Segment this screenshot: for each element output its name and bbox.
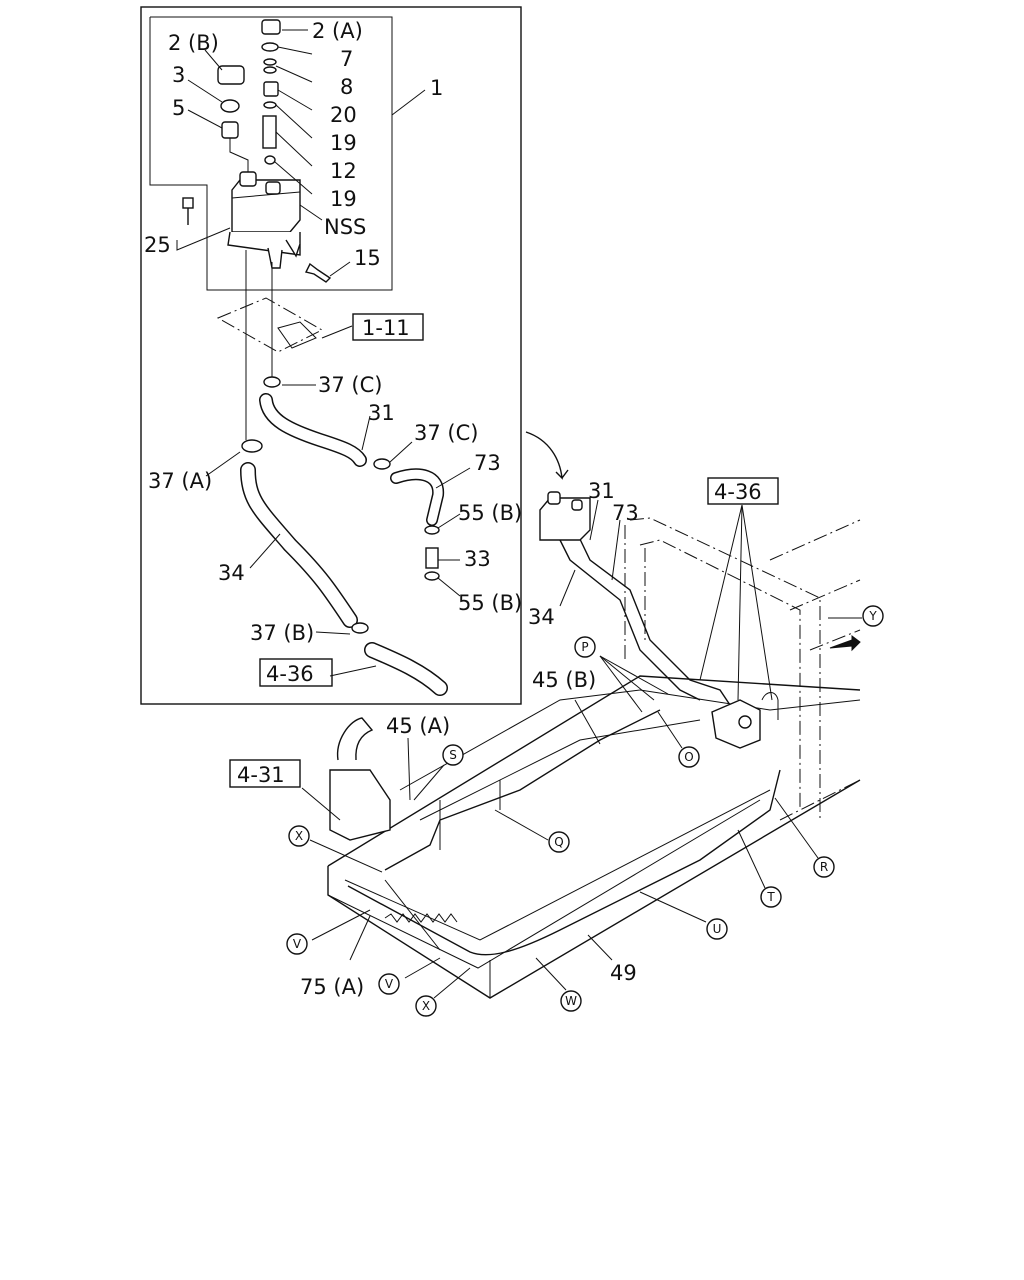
- callout-49: 49: [610, 961, 637, 985]
- ref-4-36-detail: 4-36: [266, 662, 314, 686]
- engine-part: [329, 717, 391, 841]
- marker-r: R: [820, 860, 828, 874]
- callout-45a: 45 (A): [386, 714, 450, 738]
- callout-labels: 2 (A) 2 (B) 7 3 8 5 20 1 19 12 19 NSS 25…: [144, 19, 639, 999]
- marker-x-upper: X: [295, 829, 303, 843]
- callout-25: 25: [144, 233, 171, 257]
- callout-15: 15: [354, 246, 381, 270]
- callout-8: 8: [340, 75, 353, 99]
- callout-1: 1: [430, 76, 443, 100]
- callout-33: 33: [464, 547, 491, 571]
- pipe-runs: [347, 534, 781, 956]
- callout-55b-lower: 55 (B): [458, 591, 522, 615]
- bolt-25: [176, 197, 231, 251]
- callout-2a: 2 (A): [312, 19, 363, 43]
- marker-y: Y: [868, 609, 877, 623]
- callout-12: 12: [330, 159, 357, 183]
- callout-5: 5: [172, 96, 185, 120]
- ref-4-31: 4-31: [237, 763, 285, 787]
- callout-7: 7: [340, 47, 353, 71]
- callout-34-detail: 34: [218, 561, 245, 585]
- callout-20: 20: [330, 103, 357, 127]
- marker-w: W: [565, 994, 577, 1008]
- cab-frame: [624, 517, 861, 821]
- marker-v-left: V: [293, 937, 302, 951]
- callout-nss: NSS: [324, 215, 366, 239]
- callout-19-top: 19: [330, 131, 357, 155]
- ref-4-36-main: 4-36: [714, 480, 762, 504]
- callout-34-main: 34: [528, 605, 555, 629]
- callout-3: 3: [172, 63, 185, 87]
- marker-v-right: V: [385, 977, 394, 991]
- callout-19-bottom: 19: [330, 187, 357, 211]
- marker-p: P: [581, 640, 588, 654]
- callout-73-detail: 73: [474, 451, 501, 475]
- hose-73: [373, 458, 445, 581]
- detail-frame: [140, 6, 522, 705]
- ref-1-11: 1-11: [362, 316, 410, 340]
- marker-o: O: [684, 750, 693, 764]
- callout-45b: 45 (B): [532, 668, 596, 692]
- callout-2b: 2 (B): [168, 31, 219, 55]
- left-caps: [217, 65, 249, 178]
- callout-37a: 37 (A): [148, 469, 212, 493]
- mount-plate: [216, 250, 324, 440]
- detail-leaders: [187, 29, 471, 677]
- callout-37c-upper: 37 (C): [318, 373, 382, 397]
- hose-31: [259, 376, 367, 467]
- main-reservoir: [539, 491, 591, 541]
- y-arrow-icon: [829, 635, 861, 652]
- reference-boxes: 1-11 4-36 4-36 4-31: [229, 313, 779, 788]
- chassis-frame: [327, 675, 861, 999]
- marker-t: T: [766, 890, 775, 904]
- callout-31-detail: 31: [368, 401, 395, 425]
- bracket-15: [304, 262, 332, 283]
- marker-u: U: [713, 922, 722, 936]
- spring-75a: [384, 913, 458, 923]
- callout-31-main: 31: [588, 479, 615, 503]
- main-leaders: [301, 499, 862, 999]
- marker-x-lower: X: [422, 999, 430, 1013]
- callout-37c-lower: 37 (C): [414, 421, 478, 445]
- view-arrow: [525, 431, 569, 480]
- marker-s: S: [449, 748, 457, 762]
- callout-75a: 75 (A): [300, 975, 364, 999]
- hose-34: [240, 439, 448, 696]
- callout-73-main: 73: [612, 501, 639, 525]
- steering-pump: [711, 692, 779, 749]
- callout-55b-upper: 55 (B): [458, 501, 522, 525]
- callout-37b: 37 (B): [250, 621, 314, 645]
- reservoir-tank: [227, 171, 301, 269]
- marker-q: Q: [554, 835, 563, 849]
- cap-stack: [261, 19, 281, 165]
- letter-markers: P O S Q R T U V V W X X Y: [286, 605, 884, 1017]
